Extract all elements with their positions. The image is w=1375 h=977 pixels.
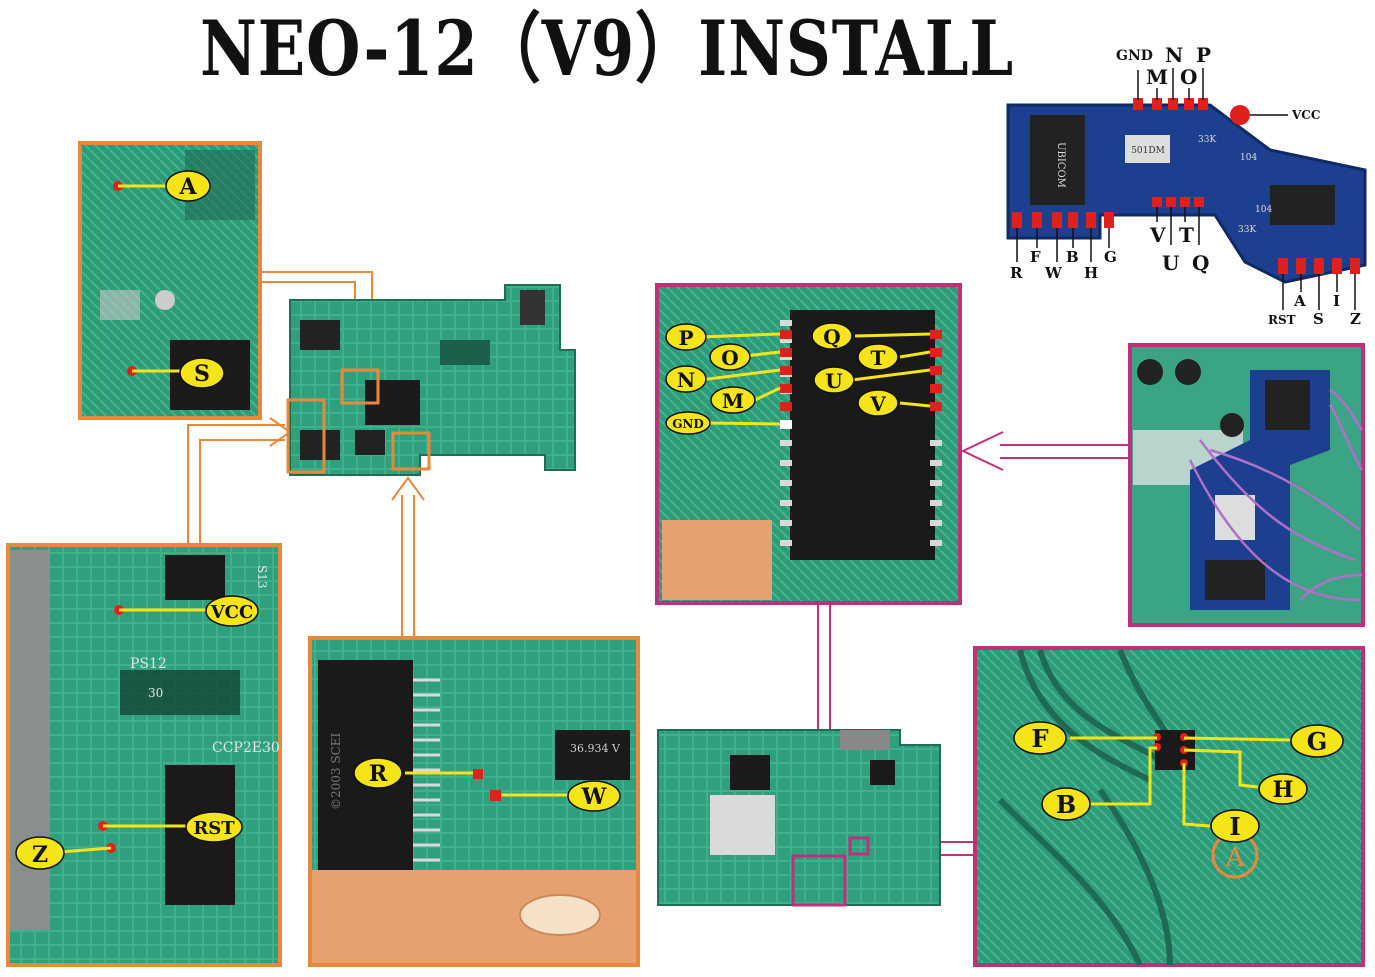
- chip-vcc-pad: [1230, 105, 1250, 125]
- panel-as-label-a: A: [178, 174, 197, 200]
- chip-label-o: O: [1180, 65, 1197, 89]
- panel-fg-label-b: B: [1056, 790, 1076, 819]
- chip-resistor-text: 501DM: [1131, 146, 1165, 156]
- chip-label-z: Z: [1350, 310, 1361, 328]
- panel-installed-photo: [1130, 345, 1363, 625]
- panel-f-g-b-h-i: A F B G H I: [975, 648, 1363, 965]
- bottom-motherboard: [658, 730, 940, 905]
- chip-label-a: A: [1293, 292, 1306, 310]
- panel-pq-label-p: P: [678, 326, 693, 350]
- chip-part-104: 104: [1240, 153, 1257, 163]
- panel-rw-label-w: W: [581, 784, 607, 810]
- panel-p-q-t-u-v: P O N M GND Q T U V: [657, 285, 960, 603]
- chip-label-i: I: [1333, 292, 1340, 310]
- panel-as-label-s: S: [194, 361, 210, 387]
- chip-label-rst: RST: [1268, 313, 1296, 327]
- panel-vcc-silk-ps12: PS12: [130, 656, 167, 672]
- chip-label-s: S: [1313, 310, 1324, 328]
- chip-label-r: R: [1010, 264, 1023, 282]
- panel-fg-label-f: F: [1031, 724, 1048, 753]
- panel-vcc-silk-s13: S13: [255, 565, 269, 589]
- panel-pq-label-v: V: [869, 392, 886, 416]
- chip-label-m: M: [1146, 65, 1168, 89]
- panel-vcc-label-z: Z: [32, 842, 48, 868]
- panel-vcc-label-vcc: VCC: [210, 602, 254, 623]
- chip-part-33k-1: 33K: [1198, 135, 1216, 145]
- panel-rw-label-r: R: [369, 761, 388, 787]
- panel-pq-label-n: N: [677, 368, 695, 392]
- panel-pq-label-q: Q: [823, 325, 840, 349]
- chip-label-gnd: GND: [1116, 48, 1153, 64]
- panel-fg-label-g: G: [1307, 727, 1328, 756]
- chip-label-g: G: [1104, 248, 1117, 266]
- chip-label-p: P: [1196, 43, 1211, 67]
- chip-ubicom-text: UBICOM: [1055, 142, 1066, 188]
- panel-pq-label-m: M: [722, 389, 744, 413]
- panel-fg-label-h: H: [1273, 777, 1294, 803]
- panel-pq-label-gnd: GND: [672, 417, 704, 431]
- chip-label-h: H: [1084, 264, 1098, 282]
- panel-vcc-silk-ccp: CCP2E30: [212, 740, 280, 756]
- magenta-arrow-1: [963, 432, 1128, 470]
- panel-rw-crystal: 36.934 V: [570, 742, 621, 755]
- panel-vcc-silk-30: 30: [148, 686, 163, 700]
- chip-label-w: W: [1044, 264, 1063, 282]
- chip-label-b: B: [1066, 248, 1079, 266]
- neo12-chip-diagram: UBICOM 501DM 33K 104 33K 104 GND M N O P: [1008, 43, 1365, 328]
- panel-rw-chip-text: ©2003 SCEI: [329, 732, 343, 810]
- chip-label-u: U: [1162, 251, 1179, 275]
- panel-fg-label-i: I: [1229, 812, 1240, 841]
- chip-label-t: T: [1179, 223, 1194, 247]
- chip-part-104-2: 104: [1255, 205, 1272, 215]
- panel-pq-label-t: T: [871, 346, 886, 370]
- chip-label-f: F: [1030, 248, 1041, 266]
- top-motherboard: [288, 285, 575, 475]
- panel-pq-label-o: O: [721, 346, 738, 370]
- panel-pq-label-u: U: [825, 369, 842, 393]
- chip-label-v: V: [1149, 223, 1166, 247]
- panel-r-w: ©2003 SCEI 36.934 V R W: [310, 638, 638, 965]
- chip-label-q: Q: [1192, 251, 1209, 275]
- panel-fg-silk-a: A: [1225, 843, 1246, 873]
- chip-label-vcc: VCC: [1291, 108, 1320, 122]
- panel-vcc-rst-z: S13 PS12 30 CCP2E30 VCC RST Z: [8, 545, 280, 965]
- chip-right-ic: [1270, 185, 1335, 225]
- chip-part-33k-2: 33K: [1238, 225, 1256, 235]
- panel-vcc-label-rst: RST: [193, 818, 235, 839]
- chip-label-n: N: [1165, 43, 1183, 67]
- panel-a-s: A S: [80, 143, 260, 418]
